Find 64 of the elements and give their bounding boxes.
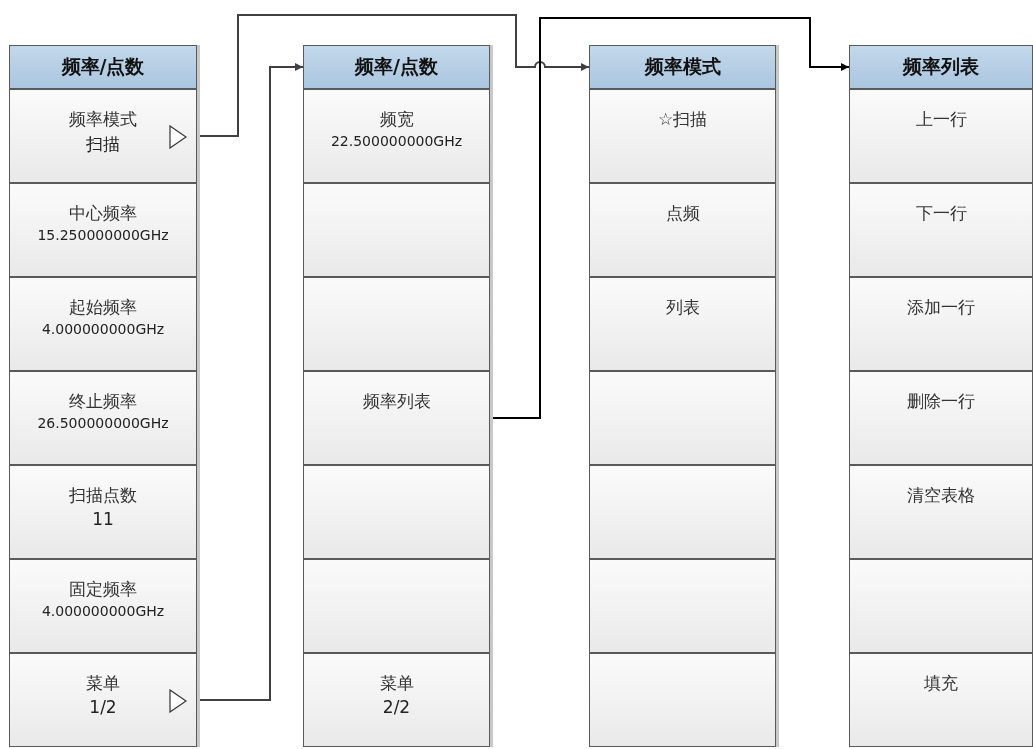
menu-button	[589, 183, 776, 277]
menu-button	[303, 183, 490, 277]
menu-button	[303, 371, 490, 465]
menu-button	[303, 465, 490, 559]
menu-header	[9, 45, 197, 89]
menu-header	[303, 45, 490, 89]
menu-button	[9, 89, 197, 183]
button-value: 26.500000000GHz	[37, 415, 169, 431]
menu-button	[849, 465, 1033, 559]
menu-button	[589, 653, 776, 747]
button-label: 固定频率	[69, 578, 137, 601]
menu-header	[849, 45, 1033, 89]
menu-button	[849, 653, 1033, 747]
button-value: 4.000000000GHz	[41, 321, 165, 337]
menu-button	[849, 277, 1033, 371]
menu-title: 频率列表	[903, 54, 979, 79]
button-label: 清空表格	[907, 484, 975, 507]
button-value: 扫描	[86, 133, 120, 156]
menu-button	[849, 89, 1033, 183]
button-label: 菜单	[379, 672, 414, 695]
button-label: 频率模式	[69, 108, 137, 131]
menu-button	[303, 559, 490, 653]
menu-title: 频率/点数	[61, 54, 145, 79]
button-value: 11	[92, 509, 114, 529]
menu-title: 频率模式	[644, 54, 721, 79]
menu-button	[589, 465, 776, 559]
menu-button	[589, 277, 776, 371]
button-label: 扫描点数	[69, 484, 137, 507]
menu-button	[849, 183, 1033, 277]
menu-button	[9, 559, 197, 653]
button-label: 添加一行	[907, 296, 975, 319]
button-label: 菜单	[86, 672, 120, 695]
menu-button	[9, 653, 197, 747]
menu-button	[9, 465, 197, 559]
menu-button	[589, 371, 776, 465]
menu-button	[303, 653, 490, 747]
button-value: 1/2	[89, 697, 117, 717]
button-value: 2/2	[382, 697, 411, 717]
button-label: 起始频率	[69, 296, 137, 319]
menu-title: 频率/点数	[355, 54, 438, 79]
button-label: 频宽	[379, 108, 414, 131]
button-label: 填充	[924, 672, 958, 695]
button-label: 下一行	[915, 202, 967, 225]
button-label: 上一行	[915, 108, 967, 131]
menu-button	[589, 559, 776, 653]
menu-button	[303, 89, 490, 183]
menu-button	[303, 277, 490, 371]
button-label: 中心频率	[69, 202, 137, 225]
menu-header	[589, 45, 776, 89]
button-label: 频率列表	[362, 390, 431, 413]
button-label: 终止频率	[69, 390, 137, 413]
button-label: 列表	[665, 296, 700, 319]
button-value: 22.500000000GHz	[330, 133, 463, 149]
menu-button	[9, 277, 197, 371]
button-label: 点频	[665, 202, 700, 225]
menu-button	[589, 89, 776, 183]
menu-button	[849, 559, 1033, 653]
button-label: 删除一行	[907, 390, 975, 413]
button-value: 4.000000000GHz	[41, 603, 165, 619]
menu-button	[9, 371, 197, 465]
menu-button	[849, 371, 1033, 465]
button-value: 15.250000000GHz	[37, 227, 169, 243]
menu-button	[9, 183, 197, 277]
button-label: ☆扫描	[657, 108, 708, 131]
